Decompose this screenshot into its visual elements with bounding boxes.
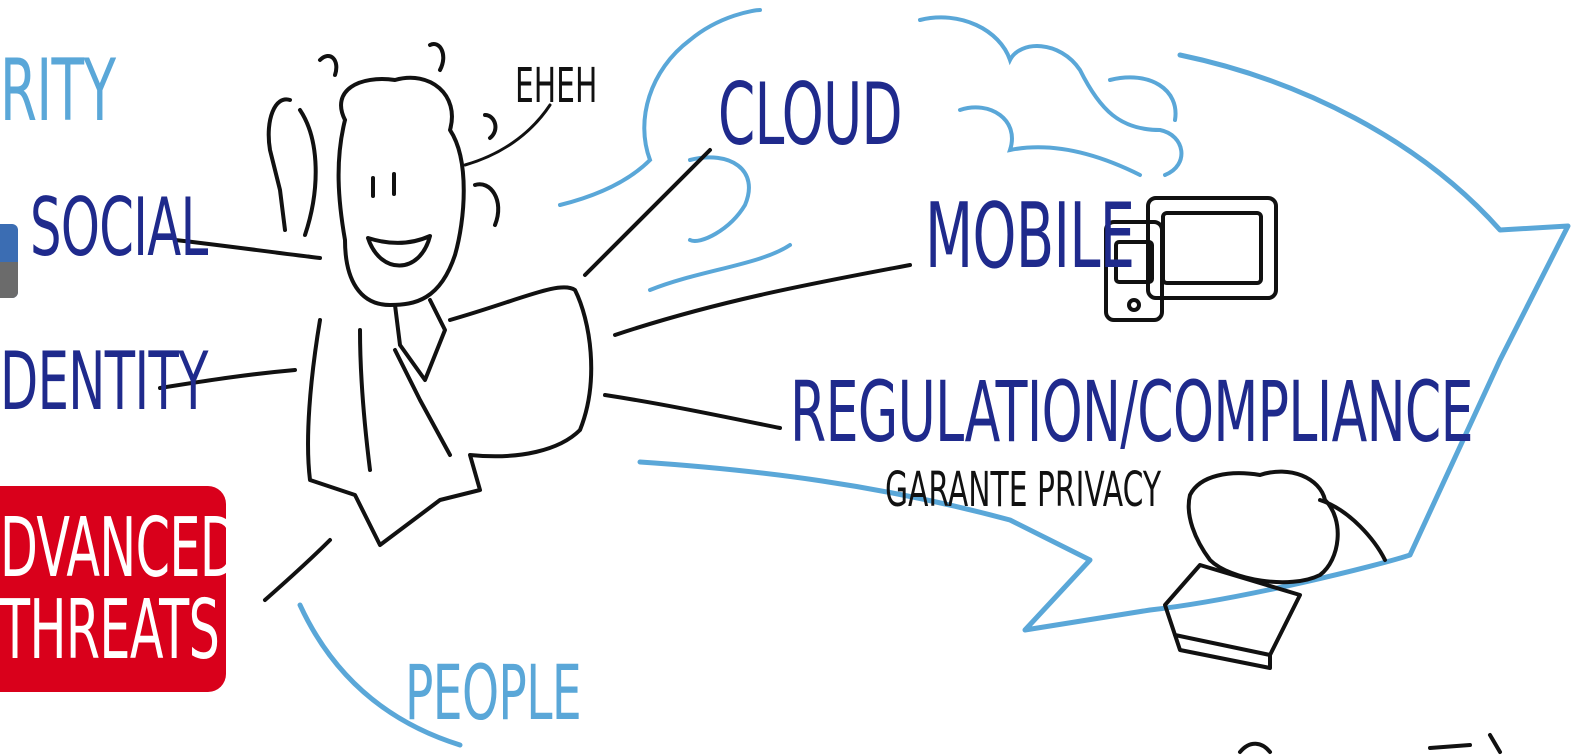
line-cloud — [583, 148, 712, 277]
label-eheh: EHEH — [515, 58, 598, 114]
big-arrow-outline — [637, 52, 1571, 633]
people-arc — [297, 602, 463, 748]
line-social — [173, 238, 322, 260]
advanced-threats-line2: THREATS — [0, 583, 220, 678]
label-social: SOCIAL — [30, 181, 208, 274]
line-eheh — [463, 103, 552, 167]
line-regulation — [603, 393, 782, 430]
gavel-hand-icon — [1163, 469, 1387, 670]
label-cloud: CLOUD — [718, 65, 903, 165]
advanced-threats-line1: DVANCED — [0, 501, 238, 596]
line-identity — [158, 368, 297, 390]
advanced-threats-badge — [0, 486, 226, 692]
cloud-left — [558, 8, 792, 292]
corner-scribble — [1238, 733, 1502, 754]
label-identity: DENTITY — [0, 335, 208, 428]
label-security: RITY — [0, 41, 116, 141]
line-mobile — [613, 263, 912, 337]
cloud-right — [918, 15, 1184, 177]
label-mobile: MOBILE — [925, 184, 1135, 289]
label-regulation: REGULATION/COMPLIANCE — [790, 363, 1474, 461]
social-icon-grey — [0, 262, 18, 298]
mobile-devices-icon — [1104, 196, 1278, 322]
label-garante-privacy: GARANTE PRIVACY — [885, 462, 1162, 518]
businessman-illustration — [266, 42, 594, 547]
label-people: PEOPLE — [405, 648, 582, 737]
line-threats — [263, 538, 332, 602]
